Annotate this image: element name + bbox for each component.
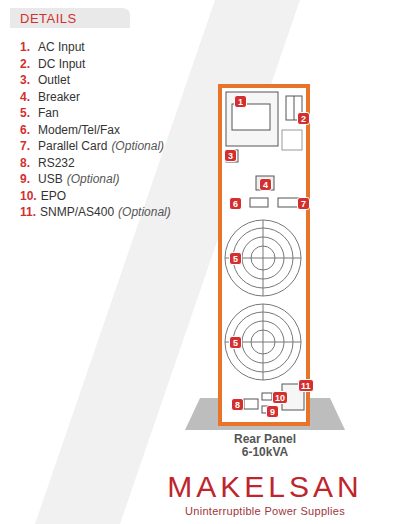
list-number: 8. <box>20 156 34 170</box>
callout-number: 5 <box>229 336 242 349</box>
list-number: 9. <box>20 172 34 186</box>
list-row: 7. Parallel Card (Optional) <box>20 139 164 153</box>
list-row: 10. EPO <box>20 189 66 203</box>
epo <box>262 393 272 400</box>
list-number: 2. <box>20 57 34 71</box>
list-row: 5. Fan <box>20 106 59 120</box>
callout-number: 11 <box>298 379 314 392</box>
callout-number: 9 <box>266 405 279 418</box>
list-item: USB <box>38 172 63 186</box>
list-row: 2. DC Input <box>20 57 85 71</box>
list-item: Breaker <box>38 90 80 104</box>
callout-number: 3 <box>224 149 237 162</box>
breaker <box>256 176 274 190</box>
list-number: 11. <box>20 205 36 219</box>
optional-note: (Optional) <box>111 139 164 153</box>
callout-number: 5 <box>229 252 242 265</box>
list-item: Parallel Card <box>38 139 107 153</box>
list-number: 6. <box>20 123 34 137</box>
list-number: 5. <box>20 106 34 120</box>
section-title: DETAILS <box>20 11 77 26</box>
list-row: 1. AC Input <box>20 40 85 54</box>
list-item: AC Input <box>38 40 85 54</box>
list-number: 4. <box>20 90 34 104</box>
caption: Rear Panel 6-10kVA <box>229 433 301 459</box>
callout-number: 8 <box>231 398 244 411</box>
callout-number: 10 <box>272 391 288 404</box>
list-item: DC Input <box>38 57 85 71</box>
callout-number: 2 <box>297 112 310 125</box>
list-row: 9. USB (Optional) <box>20 172 119 186</box>
list-row: 3. Outlet <box>20 73 70 87</box>
callout-number: 4 <box>259 178 272 191</box>
list-number: 3. <box>20 73 34 87</box>
callout-number: 1 <box>234 95 247 108</box>
list-item: Outlet <box>38 73 70 87</box>
list-row: 11. SNMP/AS400 (Optional) <box>20 205 171 219</box>
title-tab <box>10 8 130 28</box>
brand-tagline: Uninterruptible Power Supplies <box>185 505 345 517</box>
rs232-port <box>244 399 258 409</box>
ac-input-plate <box>226 92 278 146</box>
list-item: RS232 <box>38 156 75 170</box>
list-row: 6. Modem/Tel/Fax <box>20 123 120 137</box>
list-row: 8. RS232 <box>20 156 75 170</box>
callout-number: 7 <box>297 197 310 210</box>
callout-number: 6 <box>229 197 242 210</box>
list-row: 4. Breaker <box>20 90 80 104</box>
fan <box>225 220 301 380</box>
list-item: Modem/Tel/Fax <box>38 123 120 137</box>
list-item: EPO <box>41 189 66 203</box>
list-item: Fan <box>38 106 59 120</box>
label-plate <box>282 130 302 150</box>
rear-panel <box>220 86 308 424</box>
optional-note: (Optional) <box>67 172 120 186</box>
optional-note: (Optional) <box>118 205 171 219</box>
list-item: SNMP/AS400 <box>40 205 114 219</box>
modem-port <box>250 198 268 207</box>
list-number: 10. <box>20 189 37 203</box>
brand-logo: MAKELSAN <box>167 470 362 504</box>
list-number: 1. <box>20 40 34 54</box>
list-number: 7. <box>20 139 34 153</box>
